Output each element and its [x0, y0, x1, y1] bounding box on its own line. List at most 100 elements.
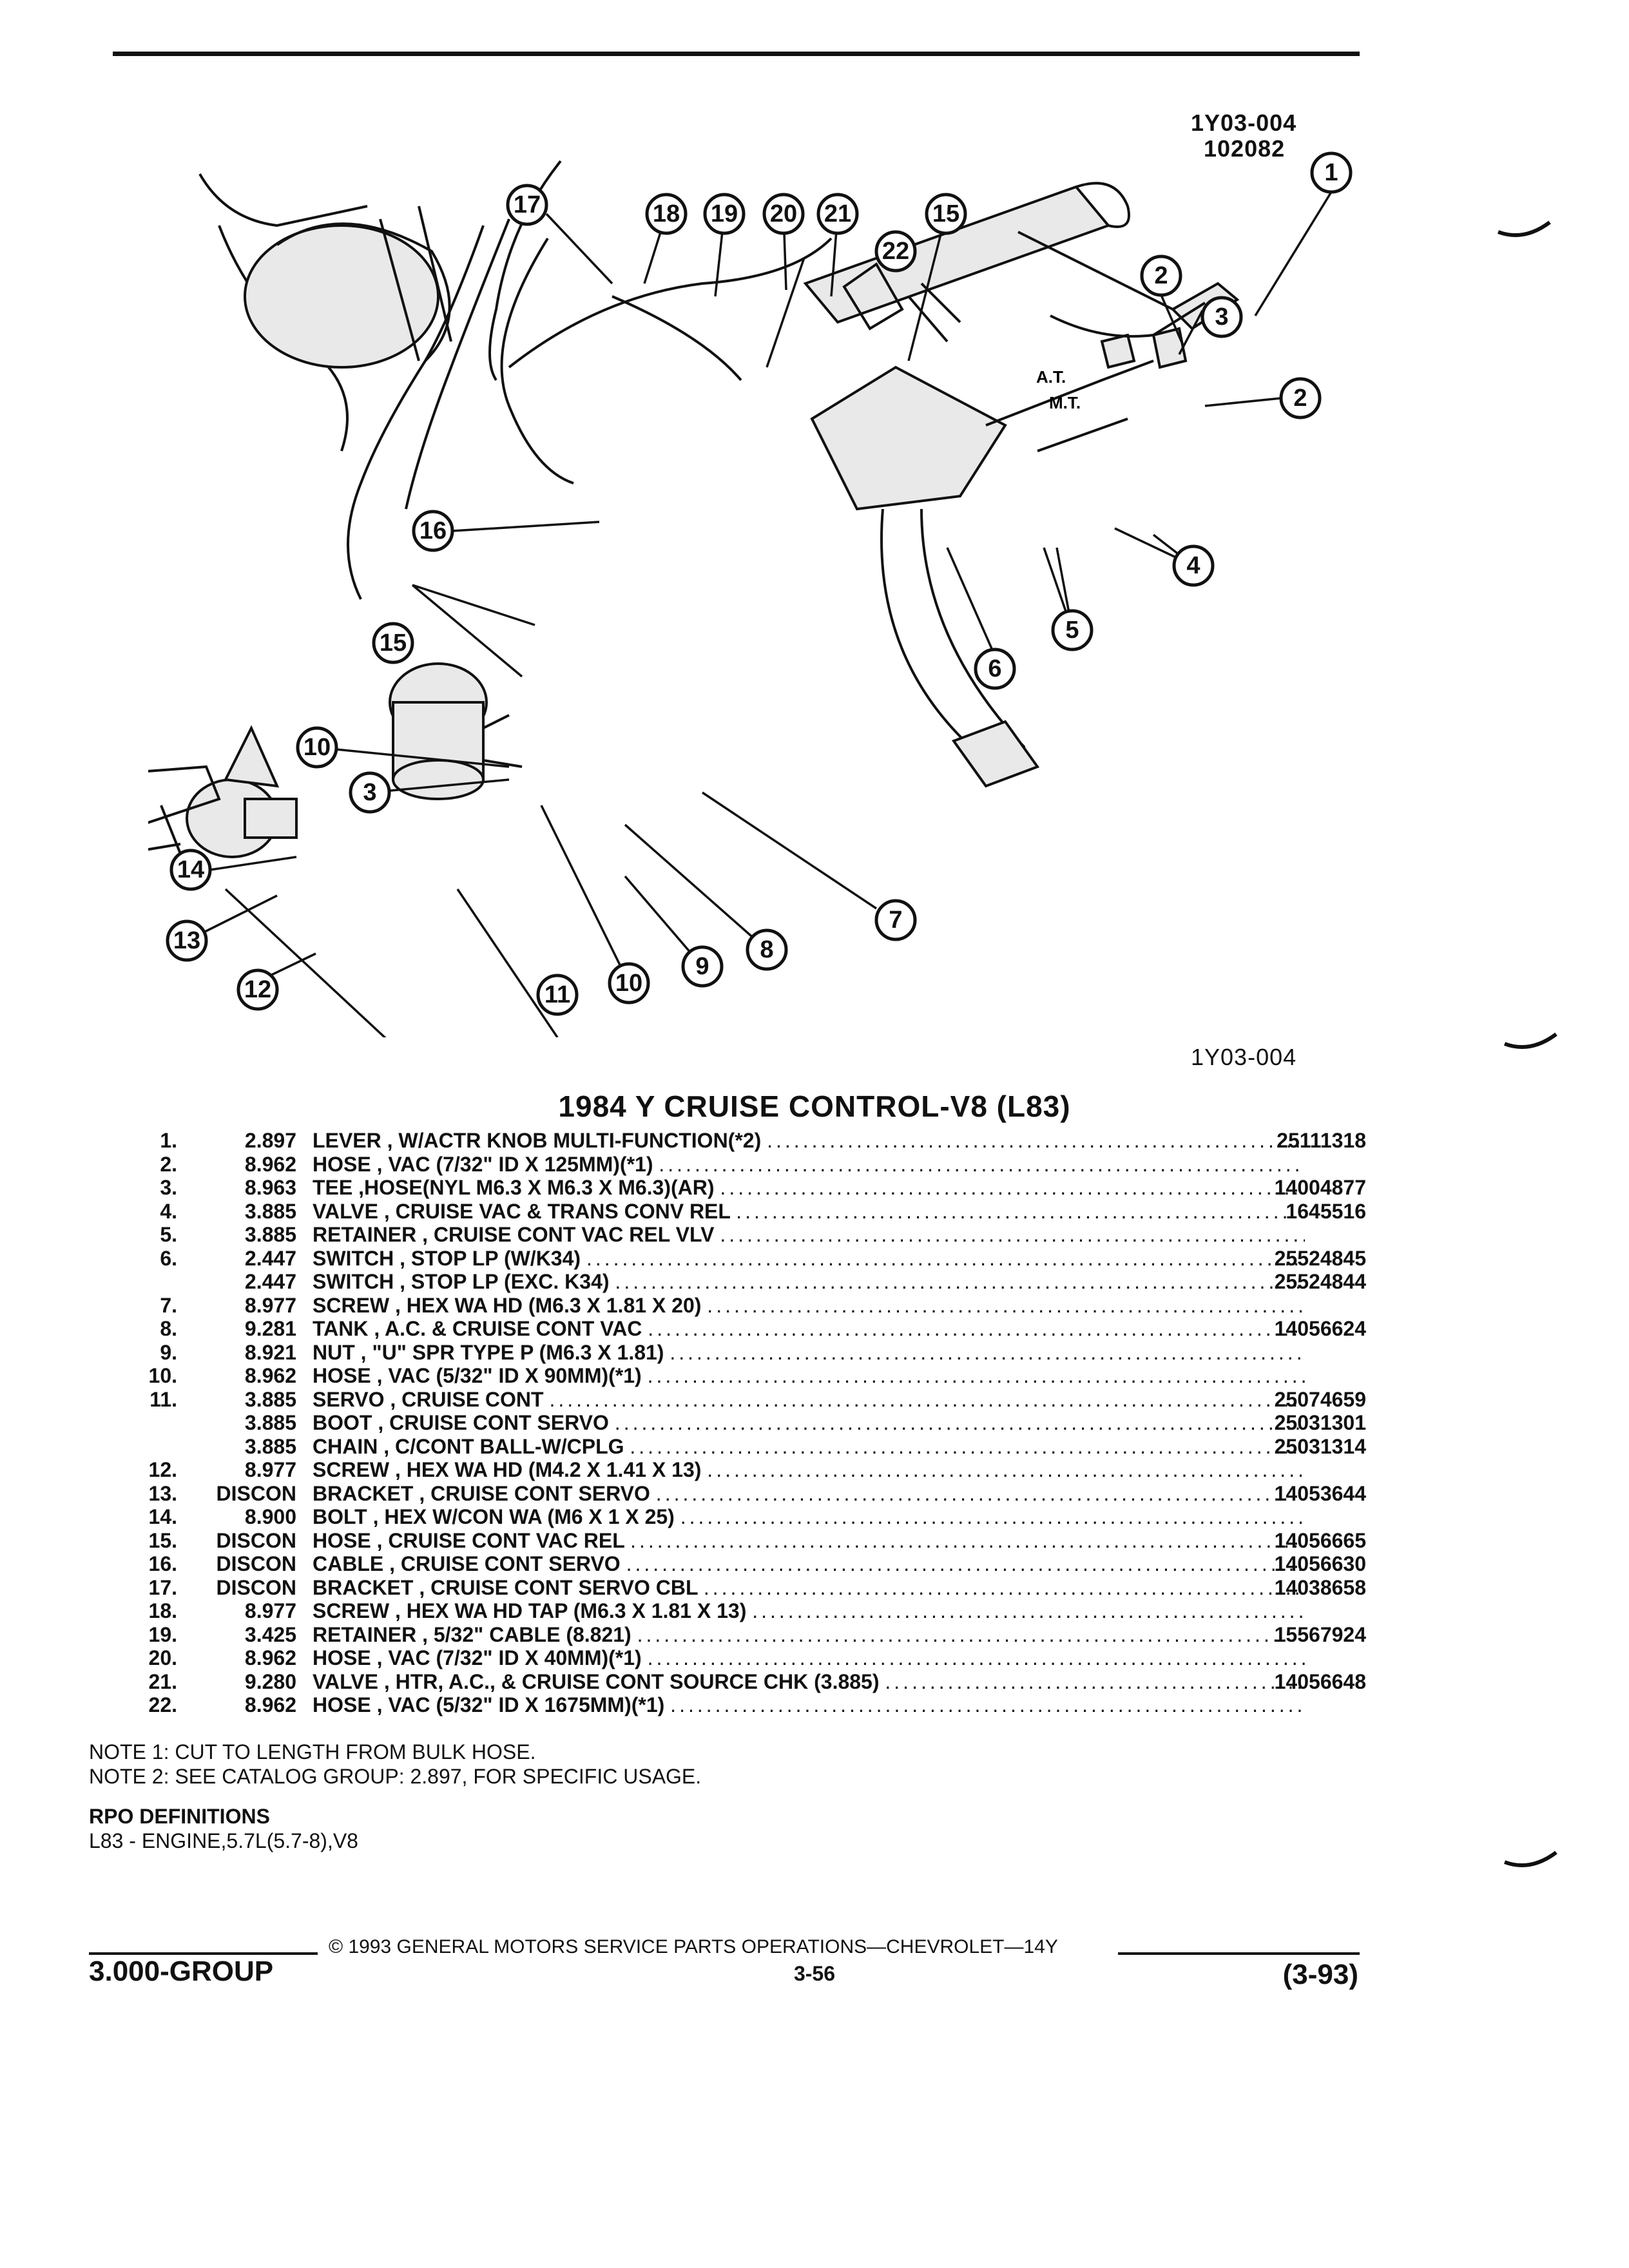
item-number: 2.: [160, 1152, 177, 1176]
item-number: 1.: [160, 1129, 177, 1152]
item-number: 6.: [160, 1246, 177, 1270]
leader-dots: ........................................…: [736, 1199, 1305, 1223]
callout-9: 9: [681, 945, 724, 988]
callout-8: 8: [746, 928, 788, 971]
leader-dots: ........................................…: [637, 1622, 1305, 1646]
part-description-text: SWITCH , STOP LP (EXC. K34): [313, 1270, 610, 1293]
leader-dots: ........................................…: [549, 1387, 1305, 1411]
item-number: 14.: [148, 1505, 177, 1528]
part-description: HOSE , VAC (7/32" ID X 40MM)(*1) .......…: [313, 1646, 1305, 1670]
part-description-text: CABLE , CRUISE CONT SERVO: [313, 1552, 621, 1575]
catalog-group: 3.885: [244, 1199, 296, 1223]
svg-text:10: 10: [304, 734, 331, 761]
note-line: NOTE 1: CUT TO LENGTH FROM BULK HOSE.: [89, 1740, 536, 1763]
item-number: 9.: [160, 1340, 177, 1364]
catalog-group: 3.885: [244, 1411, 296, 1434]
catalog-group: 8.977: [244, 1599, 296, 1622]
part-number: 14053644: [1274, 1481, 1366, 1505]
svg-text:8: 8: [760, 936, 773, 963]
leader-dots: ........................................…: [630, 1434, 1305, 1458]
callout-13: 13: [166, 919, 208, 962]
svg-text:3: 3: [1215, 303, 1228, 331]
item-number: 22.: [148, 1693, 177, 1716]
catalog-group: 8.962: [244, 1364, 296, 1387]
part-number: 25524845: [1274, 1246, 1366, 1270]
item-number: 4.: [160, 1199, 177, 1223]
part-description-text: SWITCH , STOP LP (W/K34): [313, 1246, 581, 1270]
margin-mark-2: [1503, 1032, 1557, 1049]
svg-text:2: 2: [1293, 385, 1307, 412]
callout-7: 7: [874, 899, 917, 941]
catalog-group: 2.897: [244, 1129, 296, 1152]
callout-14: 14: [169, 849, 212, 891]
part-number: 1645516: [1286, 1199, 1366, 1223]
catalog-group: 9.280: [244, 1669, 296, 1693]
callout-3a: 3: [1200, 296, 1243, 338]
leader-dots: ........................................…: [655, 1481, 1305, 1505]
item-number: 16.: [148, 1552, 177, 1575]
svg-text:22: 22: [882, 238, 909, 265]
parts-list: 1. 2.897 LEVER , W/ACTR KNOB MULTI-FUNCTIO…: [103, 1129, 1366, 1717]
part-description-text: BOLT , HEX W/CON WA (M6 X 1 X 25): [313, 1505, 675, 1528]
callout-20: 20: [762, 193, 805, 235]
part-description: LEVER , W/ACTR KNOB MULTI-FUNCTION(*2) .…: [313, 1129, 1305, 1153]
part-number: 14056624: [1274, 1317, 1366, 1340]
svg-text:18: 18: [653, 200, 680, 227]
part-description: HOSE , CRUISE CONT VAC REL .............…: [313, 1529, 1305, 1553]
svg-text:19: 19: [711, 200, 738, 227]
svg-text:21: 21: [824, 200, 851, 227]
callout-11: 11: [536, 974, 579, 1016]
part-number: 14056665: [1274, 1528, 1366, 1552]
part-description-text: HOSE , VAC (7/32" ID X 40MM)(*1): [313, 1646, 642, 1669]
item-number: 21.: [148, 1669, 177, 1693]
item-number: 17.: [148, 1575, 177, 1599]
callout-2a: 2: [1140, 255, 1182, 297]
catalog-group: 2.447: [244, 1270, 296, 1293]
callout-5: 5: [1051, 609, 1094, 651]
callout-21: 21: [816, 193, 859, 235]
leader-dots: ........................................…: [707, 1293, 1305, 1317]
part-description: SCREW , HEX WA HD TAP (M6.3 X 1.81 X 13)…: [313, 1599, 1305, 1623]
leader-dots: ........................................…: [615, 1270, 1305, 1293]
svg-text:15: 15: [932, 200, 959, 227]
item-number: 13.: [148, 1481, 177, 1505]
catalog-group: 9.281: [244, 1317, 296, 1340]
servo-drawing: [148, 725, 298, 870]
part-description: BOLT , HEX W/CON WA (M6 X 1 X 25) ......…: [313, 1505, 1305, 1529]
part-description: VALVE , CRUISE VAC & TRANS CONV REL ....…: [313, 1200, 1305, 1224]
margin-mark-1: [1497, 220, 1551, 237]
catalog-group: 3.425: [244, 1622, 296, 1646]
catalog-group: 3.885: [244, 1387, 296, 1411]
page-title: 1984 Y CRUISE CONTROL-V8 (L83): [558, 1090, 1071, 1123]
callout-10b: 10: [296, 726, 338, 769]
item-number: 7.: [160, 1293, 177, 1317]
parts-row: 2.447 SWITCH , STOP LP (EXC. K34) .......…: [103, 1270, 1366, 1294]
item-number: 5.: [160, 1223, 177, 1246]
part-description: SCREW , HEX WA HD (M6.3 X 1.81 X 20) ...…: [313, 1294, 1305, 1318]
part-description-text: BRACKET , CRUISE CONT SERVO CBL: [313, 1575, 698, 1599]
part-number: 25111318: [1277, 1129, 1366, 1152]
notes: NOTE 1: CUT TO LENGTH FROM BULK HOSE.NOT…: [89, 1740, 701, 1789]
leader-dots: ........................................…: [767, 1129, 1305, 1152]
leader-dots: ........................................…: [885, 1669, 1305, 1693]
part-description: SERVO , CRUISE CONT ....................…: [313, 1388, 1305, 1412]
callout-3b: 3: [349, 771, 391, 814]
top-rule: [113, 52, 1360, 56]
leader-lines: [186, 191, 1333, 1037]
item-number: 12.: [148, 1458, 177, 1481]
svg-text:6: 6: [988, 655, 1001, 682]
svg-text:7: 7: [889, 907, 902, 934]
callout-22: 22: [874, 230, 917, 273]
leader-dots: ........................................…: [752, 1599, 1305, 1622]
part-description: RETAINER , CRUISE CONT VAC REL VLV .....…: [313, 1223, 1305, 1247]
catalog-group: 8.962: [244, 1152, 296, 1176]
callout-6: 6: [974, 648, 1016, 690]
